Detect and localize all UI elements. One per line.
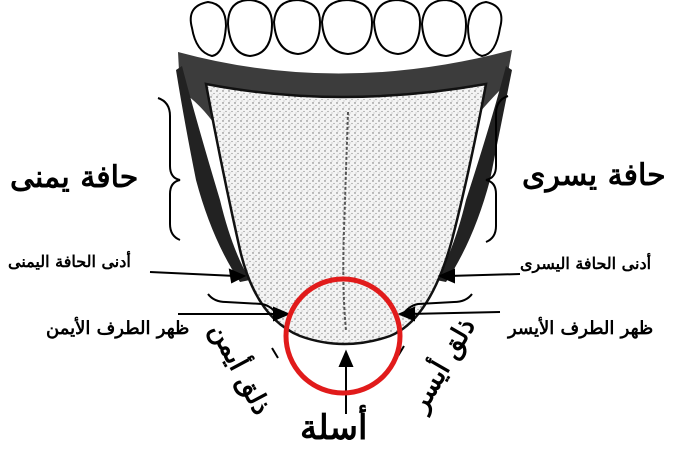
lowest-right-edge-label: أدنى الحافة اليمنى bbox=[8, 252, 131, 271]
right-edge-label: حافة يمنى bbox=[10, 160, 138, 195]
back-right-tip-label: ظهر الطرف الأيمن bbox=[46, 318, 189, 339]
right-edge-brace bbox=[158, 98, 180, 240]
left-edge-label: حافة يسرى bbox=[522, 158, 666, 193]
tip-label: أسلة bbox=[300, 408, 367, 448]
back-left-tip-label: ظهر الطرف الأيسر bbox=[508, 318, 653, 339]
lowest-left-edge-label: أدنى الحافة اليسرى bbox=[520, 254, 651, 273]
right-tip-tick bbox=[272, 348, 278, 358]
upper-teeth bbox=[191, 0, 502, 56]
tongue-body bbox=[206, 84, 486, 344]
